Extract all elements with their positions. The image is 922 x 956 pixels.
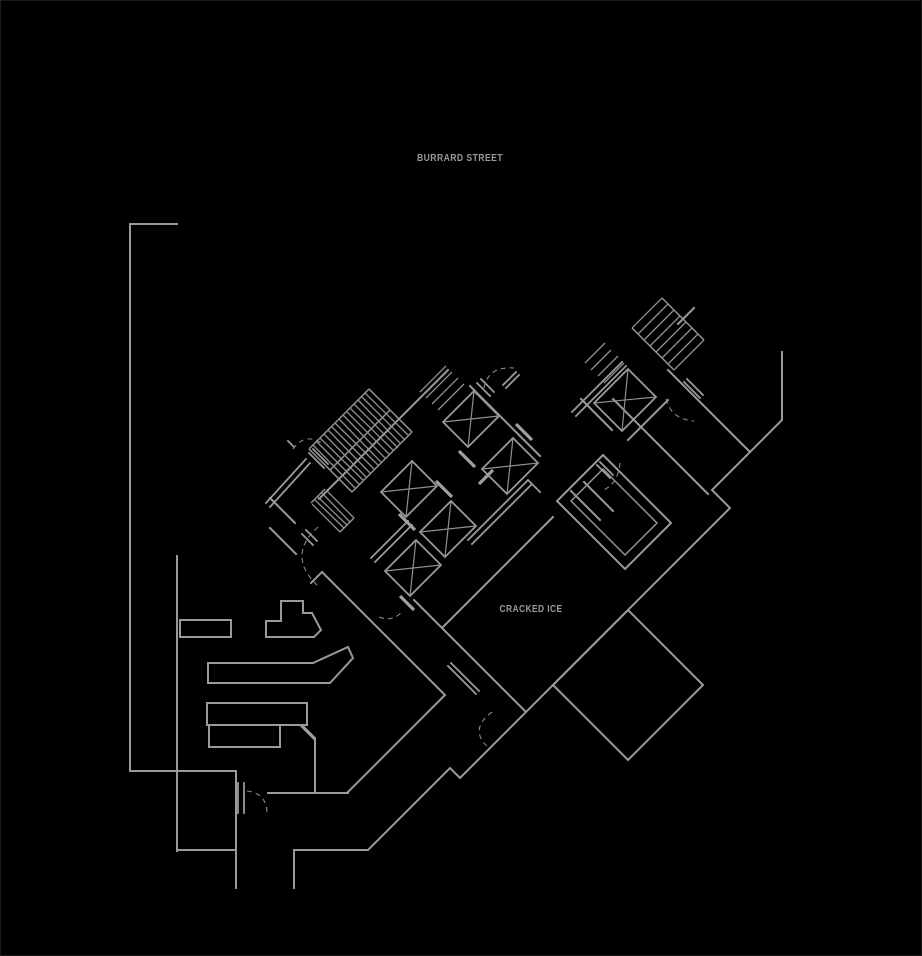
elevator-shaft-5 [480, 436, 540, 496]
service-room-inner [569, 467, 659, 557]
bar-counter [207, 645, 355, 684]
door-leaf-lines [237, 370, 705, 814]
banquette-lower [208, 724, 281, 748]
bottom-corridor-wall [267, 570, 447, 794]
stair-secondary-treads [311, 489, 355, 533]
counter-small [179, 619, 232, 638]
stepped-fixture [265, 600, 323, 638]
banquette-upper [206, 702, 308, 726]
elevator-shaft-3 [383, 538, 443, 598]
double-walls [264, 360, 628, 696]
elevator-shaft-1 [379, 459, 439, 519]
site-boundary [129, 223, 783, 889]
core-walls [264, 297, 752, 714]
elevator-shaft-6 [592, 367, 658, 433]
stair-main-treads [308, 388, 413, 493]
lounge-furniture [179, 600, 355, 748]
elevator-shaft-2 [418, 499, 478, 559]
service-room-outer [555, 453, 673, 571]
diamond-room-outline [551, 608, 705, 762]
elevator-bank [379, 367, 658, 598]
door-swing-arcs [246, 367, 695, 813]
boundary-bottom-right-wall [293, 351, 783, 889]
stair-northeast-treads [584, 297, 705, 384]
wall-stubs [299, 422, 534, 741]
vent-hatch [419, 365, 465, 411]
room-label: CRACKED ICE [500, 603, 563, 615]
boundary-left-wall [129, 223, 237, 889]
service-room [555, 453, 673, 571]
core-diagonal-walls [268, 306, 752, 714]
elevator-shaft-4 [441, 389, 501, 449]
street-label: BURRARD STREET [417, 153, 503, 164]
door-leaves [237, 370, 705, 814]
